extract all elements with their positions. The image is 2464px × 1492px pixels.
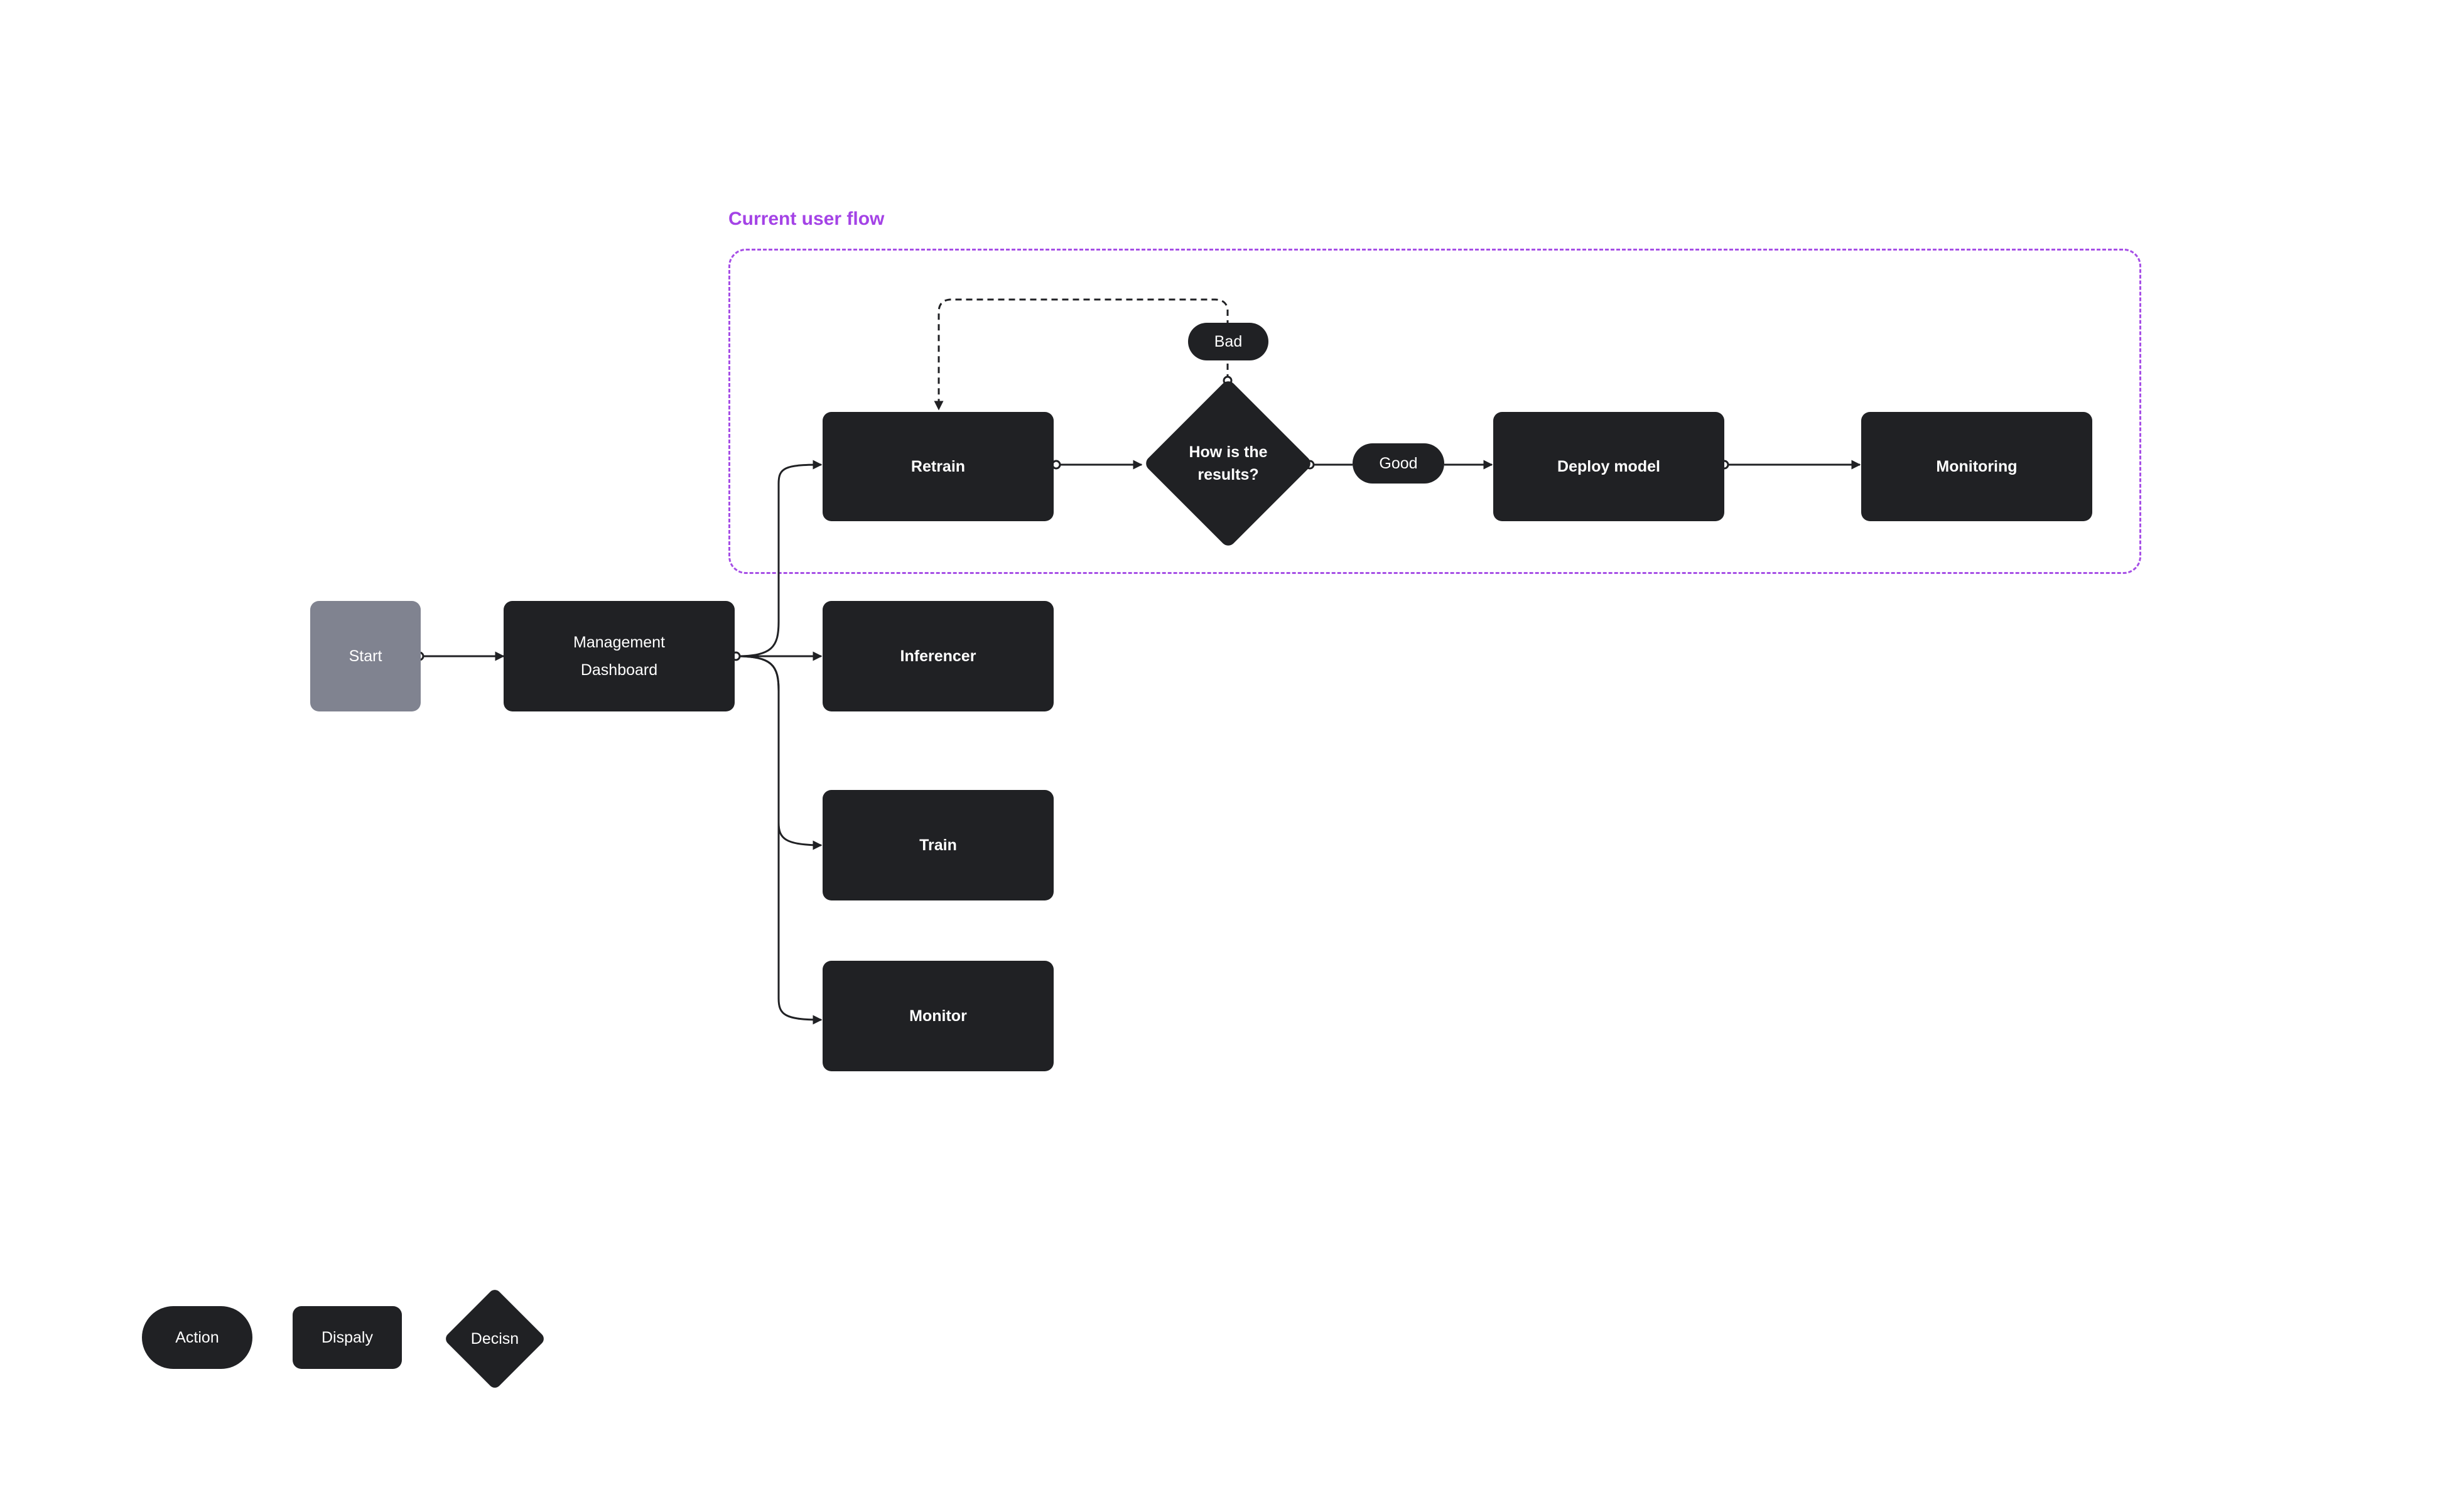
legend-decision-text: Decisn <box>470 1330 519 1348</box>
monitor-label: Monitor <box>909 1007 967 1025</box>
legend-decision: Decisn <box>443 1287 547 1391</box>
start-node-label: Start <box>349 647 382 665</box>
deploy-model-label: Deploy model <box>1557 458 1660 475</box>
group-title: Current user flow <box>728 208 885 229</box>
edge-dashboard-to-monitor <box>735 655 823 1025</box>
edge-label-good-text: Good <box>1379 454 1418 472</box>
decision-label-text: How is the results? <box>1189 443 1268 484</box>
monitoring-node[interactable]: Monitoring <box>1861 412 2092 521</box>
legend-action-label: Action <box>175 1328 219 1346</box>
decision-node[interactable]: How is the results? <box>1143 378 1314 549</box>
edge-label-bad: Bad <box>1188 323 1268 360</box>
edge-label-good: Good <box>1353 443 1444 484</box>
legend-display: Dispaly <box>293 1306 402 1369</box>
monitoring-label: Monitoring <box>1936 458 2018 475</box>
retrain-label: Retrain <box>910 458 966 475</box>
edge-label-bad-text: Bad <box>1214 332 1243 350</box>
current-user-flow-group <box>728 249 2141 574</box>
monitor-node[interactable]: Monitor <box>823 961 1054 1071</box>
start-node[interactable]: Start <box>310 601 421 711</box>
legend-action: Action <box>142 1306 252 1369</box>
retrain-node[interactable]: Retrain <box>823 412 1054 521</box>
decision-label: How is the results? <box>1144 379 1312 548</box>
inferencer-label: Inferencer <box>900 647 976 665</box>
management-dashboard-label: Management Dashboard <box>573 634 665 679</box>
deploy-model-node[interactable]: Deploy model <box>1493 412 1724 521</box>
edge-dashboard-to-retrain <box>735 460 823 657</box>
inferencer-node[interactable]: Inferencer <box>823 601 1054 711</box>
train-node[interactable]: Train <box>823 790 1054 900</box>
legend-decision-label: Decisn <box>443 1287 546 1390</box>
management-dashboard-node[interactable]: Management Dashboard <box>504 601 735 711</box>
train-label: Train <box>919 836 957 854</box>
legend-display-label: Dispaly <box>322 1329 373 1346</box>
